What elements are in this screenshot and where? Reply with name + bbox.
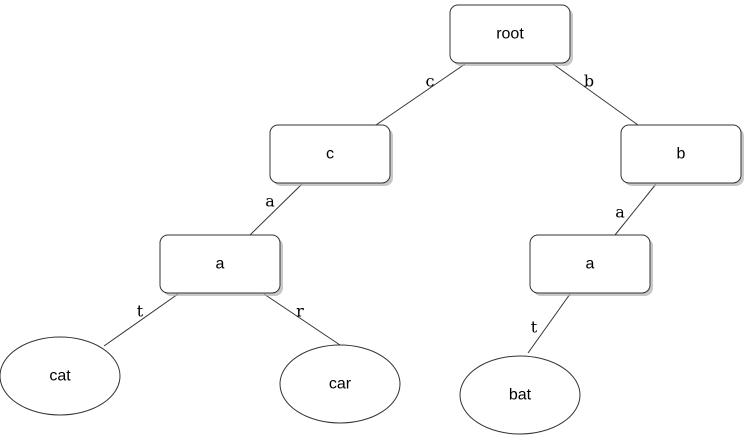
edge-label: t bbox=[531, 318, 538, 337]
node-label: cat bbox=[49, 368, 71, 385]
edge-c-ca: a bbox=[249, 183, 303, 236]
node-box bbox=[159, 234, 281, 294]
edge-line bbox=[249, 183, 303, 236]
node-label: a bbox=[586, 256, 595, 273]
node-label: c bbox=[326, 146, 334, 163]
node-box bbox=[620, 124, 742, 184]
edges-layer: c b a a t r t bbox=[103, 63, 657, 354]
edge-b-ba: a bbox=[614, 183, 657, 236]
edge-line bbox=[552, 63, 639, 126]
edge-label: a bbox=[615, 203, 625, 222]
node-ca: a bbox=[159, 234, 283, 296]
node-bat: bat bbox=[459, 355, 581, 435]
edge-line bbox=[527, 293, 571, 354]
edge-root-c: c bbox=[375, 63, 466, 126]
node-root: root bbox=[449, 4, 573, 66]
node-box bbox=[529, 234, 651, 294]
node-label: a bbox=[216, 256, 225, 273]
node-box bbox=[449, 4, 571, 64]
node-b: b bbox=[620, 124, 744, 186]
edge-ca-cat: t bbox=[103, 293, 179, 347]
edge-label: r bbox=[296, 302, 304, 321]
leaf-ellipse bbox=[279, 344, 401, 424]
node-label: bat bbox=[509, 387, 532, 404]
node-car: car bbox=[279, 344, 401, 424]
edge-line bbox=[375, 63, 466, 126]
node-box bbox=[269, 124, 391, 184]
leaf-ellipse bbox=[459, 355, 581, 435]
edge-line bbox=[263, 293, 341, 346]
node-label: car bbox=[329, 376, 352, 393]
node-ba: a bbox=[529, 234, 653, 296]
leaf-ellipse bbox=[0, 336, 121, 416]
node-c: c bbox=[269, 124, 393, 186]
edge-label: t bbox=[137, 302, 144, 321]
node-label: b bbox=[677, 146, 686, 163]
node-cat: cat bbox=[0, 336, 121, 416]
edge-label: c bbox=[426, 72, 435, 91]
edge-line bbox=[103, 293, 179, 347]
edge-ca-car: r bbox=[263, 293, 341, 346]
edge-ba-bat: t bbox=[527, 293, 571, 354]
edge-label: a bbox=[265, 192, 275, 211]
edge-root-b: b bbox=[552, 63, 639, 126]
node-label: root bbox=[496, 26, 524, 43]
edge-line bbox=[614, 183, 657, 236]
edge-label: b bbox=[584, 72, 594, 91]
